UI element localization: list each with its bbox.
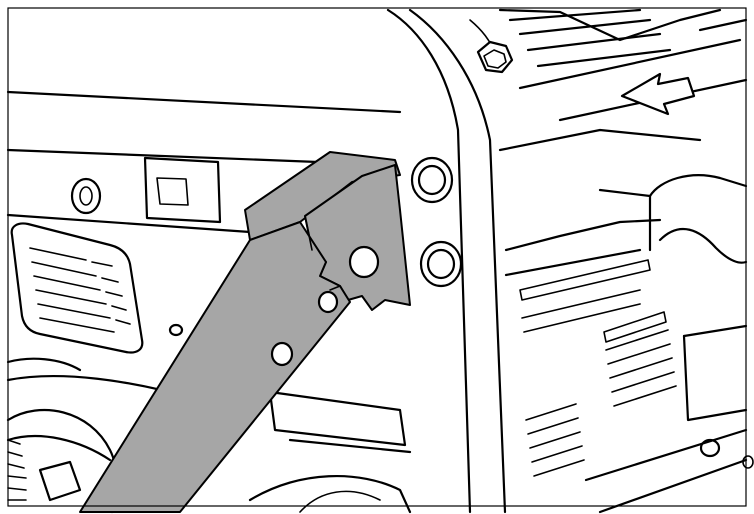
arrow-icon	[620, 72, 696, 116]
small-bolt-icon	[168, 323, 184, 337]
bracket-bolt-middle	[317, 290, 339, 314]
right-louvers	[519, 259, 677, 477]
bolt-icon	[476, 40, 514, 74]
panel-hole	[70, 177, 102, 215]
right-lower-panel	[584, 324, 754, 514]
support-bracket-icon	[79, 151, 411, 513]
square-cutout	[143, 156, 222, 224]
bracket-bolt-upper	[348, 245, 380, 279]
bracket-bolt-lower	[270, 341, 294, 367]
lower-frame	[248, 390, 412, 514]
frame-rail	[6, 357, 82, 372]
image-border	[7, 7, 747, 507]
vent-grille-icon	[10, 222, 144, 354]
frame-grommet-lower	[419, 240, 463, 288]
right-housing	[498, 8, 748, 277]
frame-grommet-upper	[410, 156, 454, 204]
